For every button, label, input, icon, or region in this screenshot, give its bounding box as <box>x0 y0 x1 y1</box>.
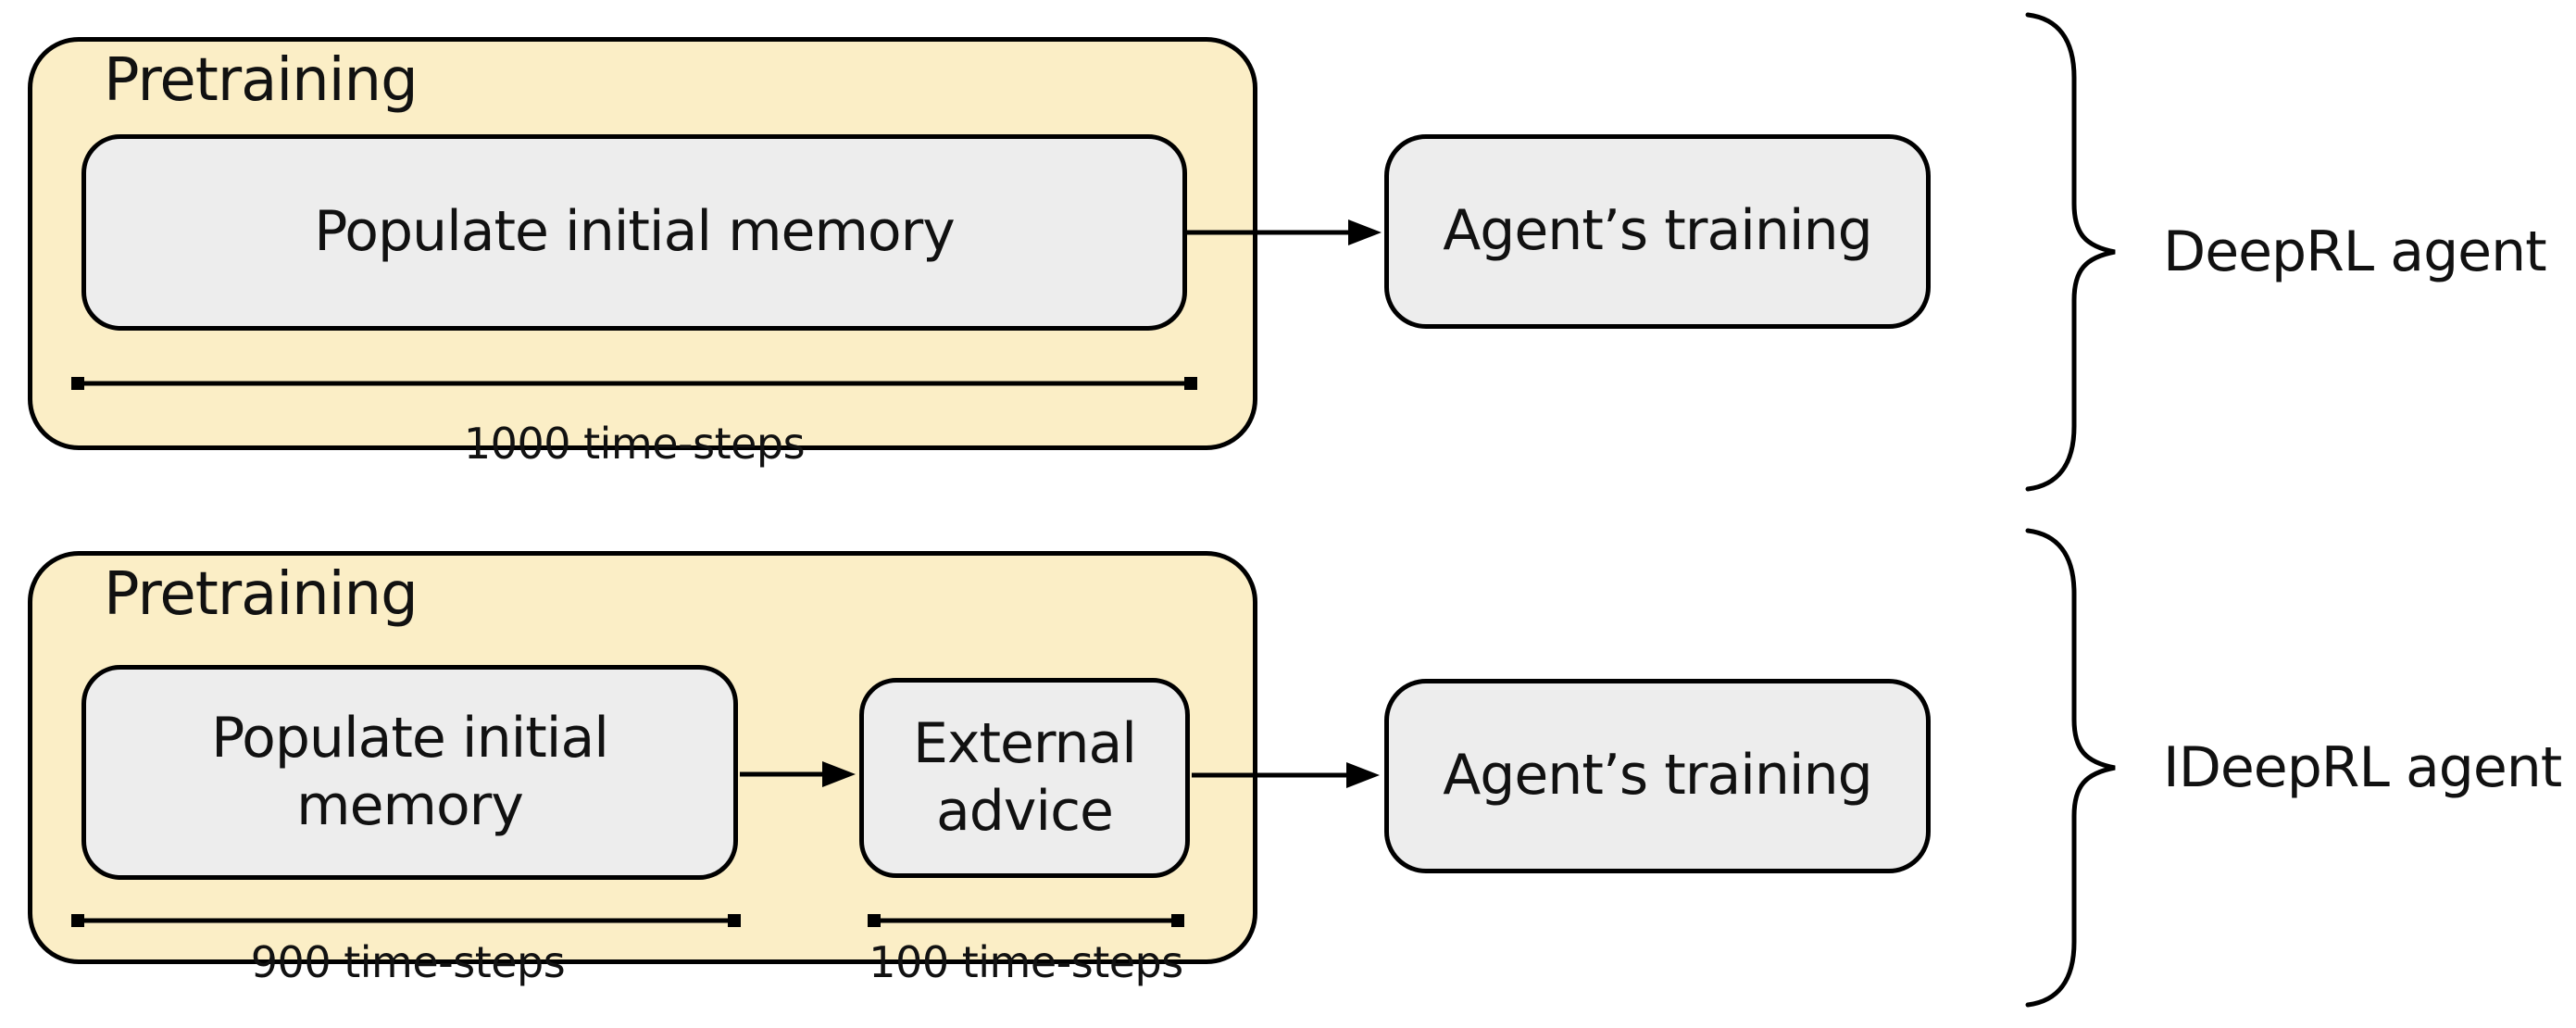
duration-caption-100-steps: 100 time-steps <box>869 937 1183 987</box>
populate-initial-memory-label: Populate initial memory <box>314 199 956 265</box>
populate-initial-memory-box-deeprl: Populate initial memory <box>81 134 1187 331</box>
agents-training-label: Agent’s training <box>1443 198 1872 264</box>
duration-caption-900-steps: 900 time-steps <box>250 937 566 987</box>
populate-initial-memory-label: Populate initial memory <box>211 705 609 838</box>
pretraining-label-ideeprl: Pretraining <box>104 560 419 629</box>
agents-training-box-deeprl: Agent’s training <box>1384 134 1931 329</box>
populate-initial-memory-box-ideeprl: Populate initial memory <box>81 665 738 880</box>
external-advice-label: External advice <box>913 710 1137 844</box>
deeprl-agent-label: DeepRL agent <box>2163 219 2547 284</box>
ideeprl-agent-label: IDeepRL agent <box>2163 735 2562 800</box>
agents-training-box-ideeprl: Agent’s training <box>1384 679 1931 873</box>
external-advice-box: External advice <box>859 678 1190 878</box>
pretraining-label-deeprl: Pretraining <box>104 46 419 115</box>
agents-training-label: Agent’s training <box>1443 743 1872 809</box>
duration-caption-1000-steps: 1000 time-steps <box>463 419 806 469</box>
